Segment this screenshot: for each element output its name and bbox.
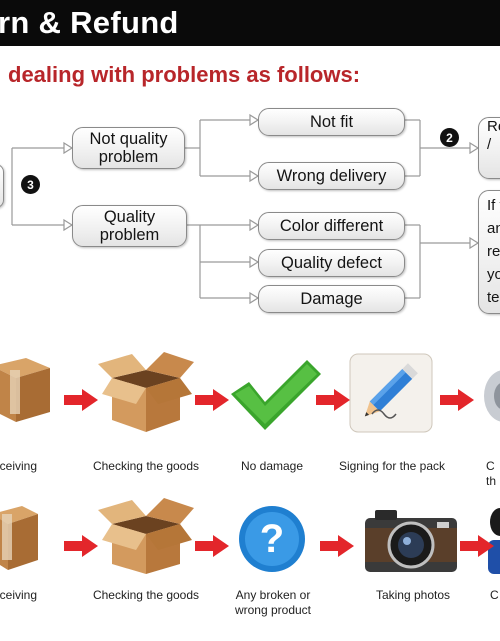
arrow-right-icon [316,389,350,411]
right-box-top: Re / [478,117,500,179]
issue-wrong-delivery: Wrong delivery [258,162,405,190]
step-label: eceiving [0,459,38,473]
right-box-line: yo [487,265,500,283]
open-box-icon [98,498,194,574]
section-subtitle: dealing with problems as follows: [8,62,361,87]
arrow-right-icon [440,389,474,411]
right-box-line: If y [487,197,500,215]
step-label: Checking the goods [92,588,200,602]
issue-damage: Damage [258,285,405,313]
issue-not-fit: Not fit [258,108,405,136]
issue-color-different: Color different [258,212,405,240]
camera-icon [365,510,457,572]
right-box-line: an [487,220,500,238]
category-quality-problem: Quality problem [72,205,187,247]
right-box-line: tel [487,288,500,306]
right-box-line: rec [487,242,500,260]
step-label: eceiving [0,588,38,602]
left-partial-box [0,164,4,208]
issue-label: Wrong delivery [276,167,387,185]
arrow-right-icon [64,389,98,411]
open-box-icon [98,352,194,432]
arrow-right-icon [320,535,354,557]
step-badge-2: 2 [440,128,459,147]
issue-label: Color different [279,217,384,235]
header-bar: rn & Refund [0,0,500,46]
pencil-signing-icon [349,353,433,433]
arrow-right-icon [64,535,98,557]
arrow-right-icon [195,535,229,557]
issue-quality-defect: Quality defect [258,249,405,277]
question-mark-icon: ? [239,506,305,572]
svg-text:?: ? [260,517,284,561]
cardboard-box-icon [0,506,38,570]
page-title: rn & Refund [0,5,179,40]
partial-icon [488,508,500,574]
green-checkmark-icon [231,360,321,430]
issue-label: Damage [300,290,363,308]
category-label: Quality problem [99,208,160,244]
step-badge-3: 3 [21,175,40,194]
step-label: C th [486,459,497,488]
step-label: Taking photos [375,588,451,602]
issue-label: Quality defect [281,254,382,272]
cardboard-box-icon [0,358,50,422]
arrow-right-icon [460,535,494,557]
step-label: C [490,588,499,602]
step-label: Checking the goods [92,459,200,473]
step-label: Any broken or wrong product [234,588,312,617]
partial-icon [484,370,500,422]
category-not-quality-problem: Not quality problem [72,127,185,169]
right-box-line: Re [487,118,500,135]
step-label: No damage [240,459,304,473]
issue-label: Not fit [309,113,354,131]
arrow-right-icon [195,389,229,411]
step-label: Signing for the pack [338,459,446,473]
flow-connectors [0,113,480,305]
category-label: Not quality problem [89,130,168,166]
right-box-bottom: If y an rec yo tel [478,190,500,314]
right-box-line: / [487,136,492,153]
